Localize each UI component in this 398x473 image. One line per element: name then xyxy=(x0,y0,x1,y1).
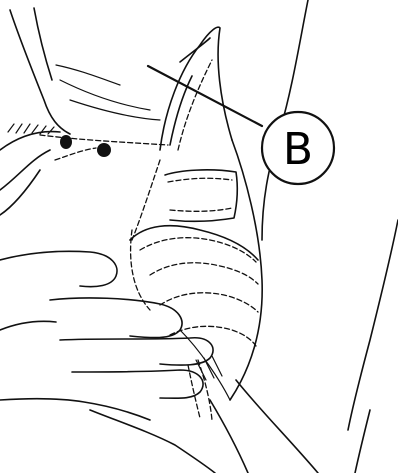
mask-edge xyxy=(160,27,232,150)
hand xyxy=(0,251,230,473)
nose-detail xyxy=(40,135,168,160)
callout-label: B xyxy=(283,124,313,175)
face-outline xyxy=(0,8,160,215)
mask-body xyxy=(130,140,262,420)
head-back xyxy=(210,0,398,473)
